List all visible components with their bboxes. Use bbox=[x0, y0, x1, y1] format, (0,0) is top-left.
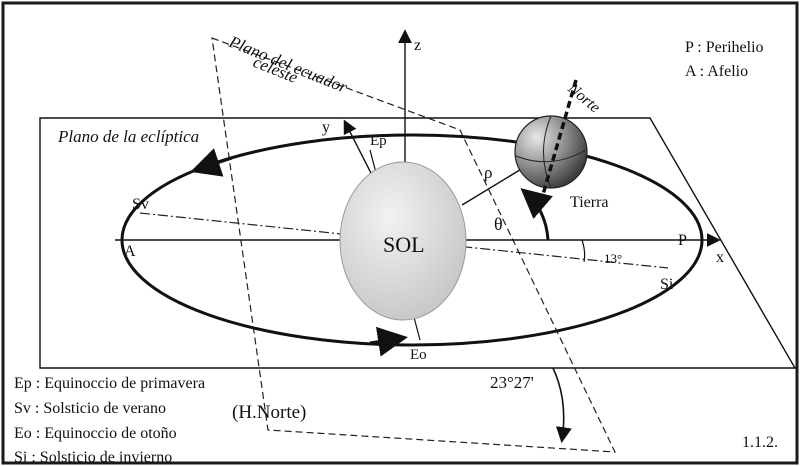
ecliptic-plane bbox=[39, 117, 797, 369]
si-label: Si bbox=[660, 276, 674, 293]
legend-hemisferio: (H.Norte) bbox=[232, 402, 306, 423]
earth bbox=[514, 115, 588, 189]
angle-13-arc bbox=[581, 239, 586, 263]
legend-eo: Eo : Equinoccio de otoño bbox=[14, 425, 177, 442]
angle-13-label: 13° bbox=[604, 251, 622, 266]
plano-ecliptica-label: Plano de la eclíptica bbox=[57, 127, 199, 146]
sun bbox=[339, 161, 467, 321]
x-axis-label: x bbox=[716, 249, 724, 266]
legend-sv: Sv : Solsticio de verano bbox=[14, 400, 166, 417]
rho-vector bbox=[461, 164, 529, 206]
angle-23-label: 23°27' bbox=[490, 373, 534, 392]
theta-arc bbox=[520, 188, 553, 241]
legend-si: Si : Solsticio de invierno bbox=[14, 449, 172, 466]
eo-label: Eo bbox=[410, 347, 427, 363]
ep-label: Ep bbox=[370, 133, 387, 149]
p-label: P bbox=[678, 232, 687, 249]
sol-label: SOL bbox=[383, 232, 425, 257]
orbit-arrow-bottom bbox=[369, 326, 408, 357]
z-axis-label: z bbox=[414, 37, 421, 54]
earth-equator bbox=[515, 149, 587, 163]
legend-perihelio: P : Perihelio bbox=[685, 39, 764, 56]
a-label: A bbox=[124, 243, 136, 260]
norte-label: Norte bbox=[564, 79, 604, 116]
legend-ep: Ep : Equinoccio de primavera bbox=[14, 375, 205, 392]
orbit-arrow-top bbox=[190, 148, 233, 177]
theta-label: θ bbox=[494, 214, 503, 234]
rho-label: ρ bbox=[484, 163, 492, 182]
y-axis-label: y bbox=[322, 119, 330, 136]
figure-number: 1.1.2. bbox=[742, 434, 778, 451]
legend-afelio: A : Afelio bbox=[685, 63, 748, 80]
tierra-label: Tierra bbox=[570, 194, 609, 211]
angle-23-arc bbox=[552, 367, 572, 444]
sv-label: Sv bbox=[132, 196, 149, 213]
celestial-equator-plane bbox=[211, 37, 616, 453]
